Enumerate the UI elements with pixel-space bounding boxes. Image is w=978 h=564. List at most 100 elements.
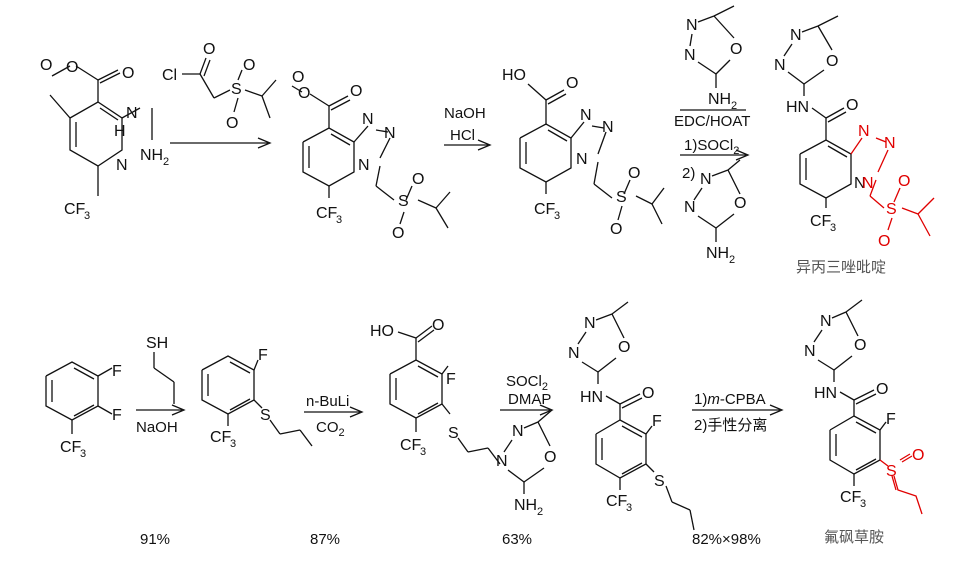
svg-text:N: N	[700, 171, 712, 188]
svg-text:2: 2	[729, 254, 735, 266]
svg-text:O: O	[412, 171, 424, 188]
condition-naoh: NaOH	[444, 105, 486, 122]
svg-text:S: S	[448, 425, 459, 442]
compound-benzoic-acid: HO O F S CF 3	[370, 317, 501, 465]
svg-text:HN: HN	[786, 99, 809, 116]
svg-text:O: O	[40, 57, 52, 74]
reagent-amino-oxadiazole-bottom: N N O NH 2	[684, 159, 746, 266]
condition-socl2: 1)SOCl2	[684, 137, 739, 157]
product-1-structure: N N O HN O CF 3 N	[774, 15, 866, 234]
svg-text:O: O	[544, 449, 556, 466]
svg-text:N: N	[774, 57, 786, 74]
yield-step3: 63%	[502, 531, 532, 548]
svg-text:3: 3	[230, 438, 236, 450]
svg-text:3: 3	[830, 222, 836, 234]
svg-text:O: O	[618, 339, 630, 356]
yield-step4: 82%×98%	[692, 531, 761, 548]
condition-naoh-2: NaOH	[136, 419, 178, 436]
svg-text:N: N	[862, 175, 874, 192]
svg-text:O: O	[243, 57, 255, 74]
svg-text:S: S	[886, 463, 897, 480]
compound-triazolopyridine-ester: O O O N N N CF 3 S O O	[291, 69, 451, 242]
yield-step2: 87%	[310, 531, 340, 548]
reagent-propanethiol: SH	[146, 335, 175, 404]
svg-text:O: O	[350, 83, 362, 100]
svg-text:N: N	[512, 423, 524, 440]
svg-text:N: N	[854, 175, 866, 192]
svg-text:H: H	[114, 123, 126, 140]
svg-text:O: O	[826, 53, 838, 70]
svg-text:CF: CF	[64, 201, 86, 218]
svg-text:N: N	[362, 111, 374, 128]
svg-text:3: 3	[84, 210, 90, 222]
svg-text:2: 2	[163, 156, 169, 168]
svg-text:O: O	[628, 165, 640, 182]
svg-text:O: O	[846, 97, 858, 114]
condition-nbuli: n-BuLi	[306, 393, 349, 410]
svg-text:O: O	[912, 447, 924, 464]
yield-step1: 91%	[140, 531, 170, 548]
svg-text:HN: HN	[580, 389, 603, 406]
svg-text:CF: CF	[60, 439, 82, 456]
svg-text:N: N	[820, 313, 832, 330]
arrow-step1-2: NaOH HCl	[444, 105, 492, 151]
condition-dmap: DMAP	[508, 391, 551, 408]
svg-text:N: N	[576, 151, 588, 168]
svg-text:NH: NH	[706, 245, 729, 262]
svg-text:O: O	[734, 195, 746, 212]
svg-text:N: N	[384, 125, 396, 142]
svg-text:NH: NH	[514, 497, 537, 514]
svg-text:O: O	[292, 69, 304, 86]
svg-text:O: O	[854, 337, 866, 354]
product-1-highlight: N N N S O O	[850, 123, 935, 250]
svg-text:N: N	[580, 107, 592, 124]
svg-text:F: F	[112, 363, 122, 380]
svg-text:N: N	[684, 199, 696, 216]
svg-text:N: N	[858, 123, 870, 140]
svg-text:CF: CF	[400, 437, 422, 454]
svg-text:HO: HO	[502, 67, 526, 84]
svg-text:3: 3	[860, 498, 866, 510]
svg-text:N: N	[804, 343, 816, 360]
condition-hcl: HCl	[450, 127, 475, 144]
svg-text:O: O	[122, 65, 134, 82]
reagent-amino-oxadiazole-scheme2: N N O NH 2	[496, 409, 556, 518]
svg-text:F: F	[886, 411, 896, 428]
svg-text:N: N	[684, 47, 696, 64]
arrow-step2-1: NaOH	[136, 404, 186, 436]
svg-text:3: 3	[420, 446, 426, 458]
svg-text:CF: CF	[606, 493, 628, 510]
compound-triazolopyridine-acid: HO O N N N CF 3 S O O	[502, 67, 665, 238]
svg-text:N: N	[584, 315, 596, 332]
svg-text:N: N	[568, 345, 580, 362]
svg-text:O: O	[566, 75, 578, 92]
svg-text:3: 3	[80, 448, 86, 460]
svg-text:N: N	[496, 453, 508, 470]
svg-text:HN: HN	[814, 385, 837, 402]
svg-text:O: O	[642, 385, 654, 402]
svg-text:CF: CF	[810, 213, 832, 230]
svg-text:S: S	[260, 407, 271, 424]
compound-difluorobenzotrifluoride: F F CF 3	[45, 361, 122, 460]
svg-text:HO: HO	[370, 323, 394, 340]
svg-text:3: 3	[336, 214, 342, 226]
condition-co2: CO2	[316, 419, 345, 439]
condition-socl2-2: SOCl2	[506, 373, 548, 393]
svg-text:3: 3	[626, 502, 632, 514]
arrow-step2-4: 1)m-CPBA 2)手性分离	[692, 391, 784, 434]
condition-mcpba: 1)m-CPBA	[694, 391, 766, 408]
svg-text:2: 2	[537, 506, 543, 518]
reagent-atom-cl: Cl	[162, 67, 177, 84]
svg-text:CF: CF	[840, 489, 862, 506]
svg-text:NH: NH	[708, 91, 731, 108]
reagent-atom-o1: O	[203, 41, 215, 58]
svg-text:N: N	[116, 157, 128, 174]
product-2-highlight: S O	[879, 447, 924, 515]
svg-text:CF: CF	[316, 205, 338, 222]
svg-text:F: F	[258, 347, 268, 364]
svg-text:F: F	[112, 407, 122, 424]
product-2-structure: N N O HN O F CF 3	[804, 299, 896, 510]
svg-text:2: 2	[731, 100, 737, 112]
condition-step2-label: 2)	[682, 165, 695, 182]
